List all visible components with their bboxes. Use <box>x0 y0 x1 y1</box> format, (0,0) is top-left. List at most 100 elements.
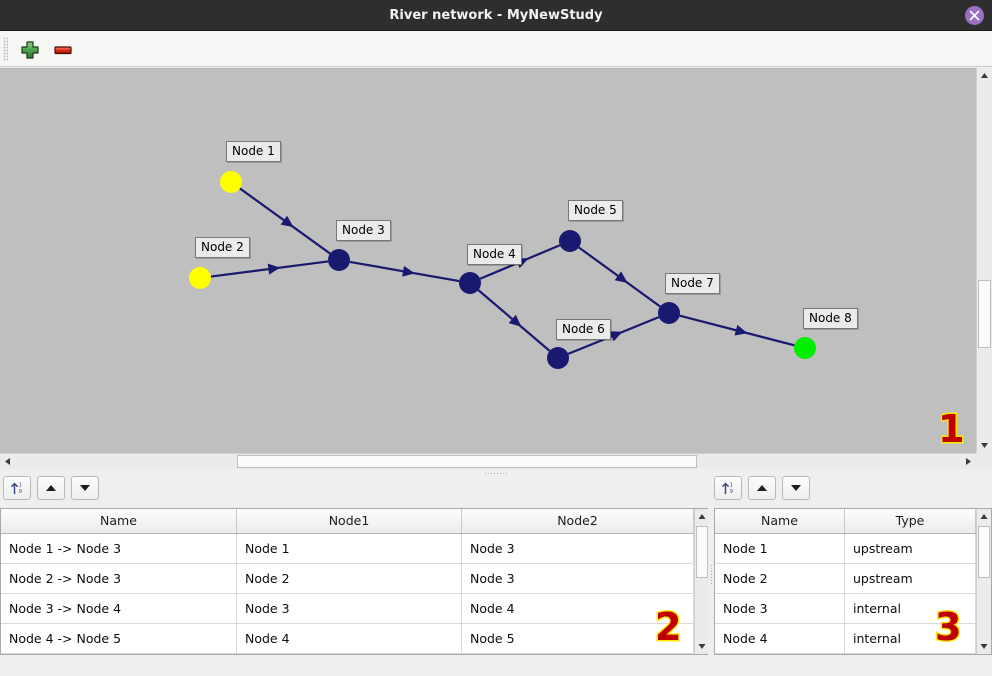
sort-ascending-icon[interactable]: 1 9 <box>3 476 31 500</box>
scroll-right-icon[interactable] <box>960 454 976 469</box>
graph-nodes[interactable] <box>189 171 816 369</box>
reaches-vscroll-thumb[interactable] <box>696 526 708 578</box>
table-cell[interactable]: Node 5 <box>462 624 694 653</box>
column-header[interactable]: Node1 <box>237 509 462 533</box>
reaches-scroll-up-icon[interactable] <box>695 509 709 525</box>
scroll-down-glyph <box>981 443 988 448</box>
graph-node[interactable] <box>189 267 211 289</box>
table-cell[interactable]: Node 4 <box>462 594 694 623</box>
graph-node-label: Node 3 <box>336 220 391 241</box>
column-header[interactable]: Node2 <box>462 509 694 533</box>
graph-node[interactable] <box>559 230 581 252</box>
table-cell[interactable]: internal <box>845 594 976 623</box>
table-cell[interactable]: Node 2 <box>715 564 845 593</box>
graph-edge-arrow-icon <box>280 215 294 228</box>
close-icon[interactable] <box>965 6 984 25</box>
nodes-scroll-down-icon[interactable] <box>977 638 991 654</box>
table-cell[interactable]: Node 3 -> Node 4 <box>1 594 237 623</box>
svg-text:9: 9 <box>19 489 22 495</box>
table-cell[interactable]: Node 2 -> Node 3 <box>1 564 237 593</box>
nodes-sort-ascending-icon[interactable]: 1 9 <box>714 476 742 500</box>
table-cell[interactable]: internal <box>845 624 976 653</box>
nodes-vscroll-thumb[interactable] <box>978 526 990 578</box>
toolbar-grip[interactable] <box>3 37 8 61</box>
svg-text:1: 1 <box>19 483 22 489</box>
table-cell[interactable]: upstream <box>845 534 976 563</box>
table-cell[interactable] <box>715 654 845 655</box>
reaches-scroll-down-icon[interactable] <box>695 638 709 654</box>
canvas-vertical-scrollbar[interactable] <box>976 68 992 453</box>
graph-node-label: Node 1 <box>226 141 281 162</box>
graph-edge-arrow-icon <box>267 263 281 275</box>
svg-text:1: 1 <box>730 483 733 489</box>
table-cell[interactable]: Node 2 <box>237 564 462 593</box>
move-up-button[interactable] <box>37 476 65 500</box>
minus-icon[interactable] <box>52 39 74 61</box>
table-cell[interactable]: Node 1 <box>715 534 845 563</box>
graph-node[interactable] <box>547 347 569 369</box>
graph-node[interactable] <box>328 249 350 271</box>
table-cell[interactable]: Node 3 <box>715 594 845 623</box>
canvas-horizontal-scrollbar[interactable] <box>0 453 976 469</box>
scroll-down-icon[interactable] <box>977 437 992 453</box>
nodes-triangle-down-icon <box>791 485 801 491</box>
table-cell[interactable]: Node 1 -> Node 3 <box>1 534 237 563</box>
table-cell[interactable]: Node 3 <box>462 564 694 593</box>
move-down-button[interactable] <box>71 476 99 500</box>
nodes-move-up-button[interactable] <box>748 476 776 500</box>
canvas-vscroll-thumb[interactable] <box>978 280 991 348</box>
graph-node-label: Node 5 <box>568 200 623 221</box>
table-cell[interactable]: Node 3 <box>462 534 694 563</box>
column-header[interactable]: Type <box>845 509 976 533</box>
column-header[interactable]: Name <box>715 509 845 533</box>
canvas-vscroll-track[interactable] <box>977 84 992 437</box>
nodes-scroll-up-icon[interactable] <box>977 509 991 525</box>
canvas-hscroll-thumb[interactable] <box>237 455 697 468</box>
graph-node[interactable] <box>220 171 242 193</box>
table-cell[interactable] <box>462 654 694 655</box>
table-row[interactable] <box>1 654 709 655</box>
column-header[interactable]: Name <box>1 509 237 533</box>
vertical-splitter[interactable] <box>708 476 714 676</box>
table-cell[interactable] <box>1 654 237 655</box>
plus-icon[interactable] <box>19 39 41 61</box>
table-cell[interactable]: Node 1 <box>237 534 462 563</box>
reaches-scroll-down-glyph <box>698 644 706 649</box>
sort-ascending-glyph: 1 9 <box>11 483 22 495</box>
table-cell[interactable]: Node 4 <box>237 624 462 653</box>
table-row[interactable] <box>715 654 991 655</box>
network-graph[interactable] <box>0 69 976 453</box>
scroll-up-icon[interactable] <box>977 68 992 84</box>
table-cell[interactable]: Node 3 <box>237 594 462 623</box>
scroll-left-icon[interactable] <box>0 454 16 469</box>
graph-node[interactable] <box>658 302 680 324</box>
table-cell[interactable] <box>845 654 976 655</box>
horizontal-splitter[interactable] <box>0 469 992 476</box>
graph-node[interactable] <box>459 272 481 294</box>
table-cell[interactable]: Node 4 <box>715 624 845 653</box>
reaches-vertical-scrollbar[interactable] <box>694 509 709 654</box>
nodes-vertical-scrollbar[interactable] <box>976 509 991 654</box>
graph-node[interactable] <box>794 337 816 359</box>
nodes-scroll-down-glyph <box>980 644 988 649</box>
nodes-move-down-button[interactable] <box>782 476 810 500</box>
table-cell[interactable] <box>237 654 462 655</box>
scroll-right-glyph <box>966 458 971 465</box>
splitter-grip <box>484 472 508 474</box>
table-cell[interactable]: Node 4 -> Node 5 <box>1 624 237 653</box>
table-cell[interactable]: upstream <box>845 564 976 593</box>
minus-glyph <box>54 46 72 55</box>
